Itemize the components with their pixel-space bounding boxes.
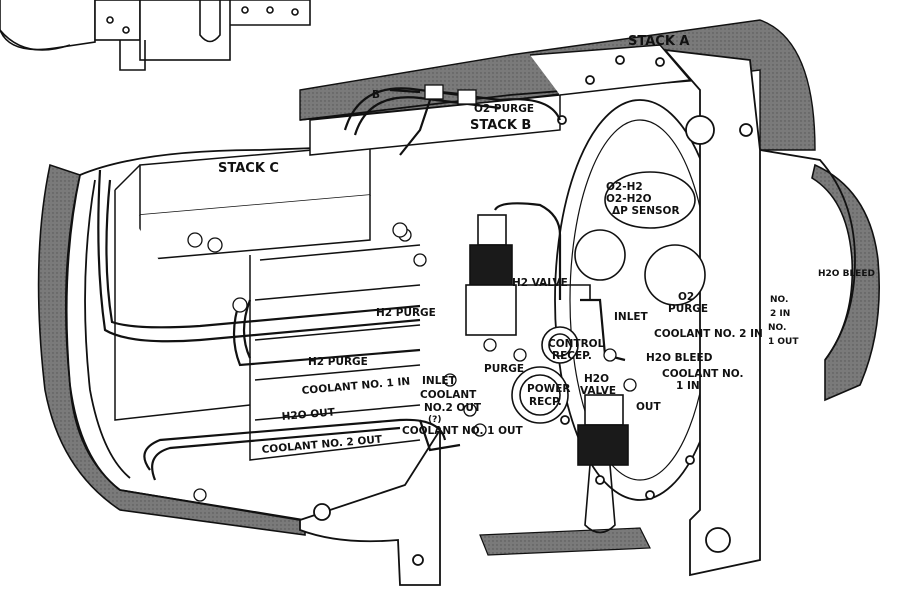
label-stack-c: STACK C [218, 161, 279, 176]
label-purge-mid: PURGE [484, 363, 524, 375]
fittings [187, 84, 637, 502]
label-no2-in-1: NO. [770, 295, 788, 305]
label-coolant-2-in-right: COOLANT NO. 2 IN [654, 328, 763, 340]
label-no1-out-2: 1 OUT [768, 337, 799, 347]
label-control-recep-2: RECEP. [552, 350, 592, 362]
stack-b-block [309, 44, 692, 156]
label-stack-b: STACK B [470, 118, 531, 133]
label-h2o-bleed-far: H2O BLEED [818, 269, 875, 279]
label-coolant-1-out: COOLANT NO. 1 OUT [402, 425, 524, 437]
label-power-recep-2: RECP. [529, 396, 562, 408]
label-no2-in-2: 2 IN [770, 309, 790, 319]
mounting-bracket-left [299, 426, 441, 586]
label-out-right: OUT [636, 401, 661, 413]
label-control-recep-1: CONTROL [548, 338, 605, 350]
label-inlet-mid: INLET [422, 375, 457, 387]
control-receptacle [541, 326, 579, 364]
label-coolant-1-right-1: COOLANT NO. [662, 368, 743, 380]
label-dp-sensor: ΔP SENSOR [612, 205, 680, 217]
dp-sensor [574, 171, 706, 306]
upper-unit [0, 0, 311, 71]
label-no1-out-1: NO. [768, 323, 786, 333]
h2-valve [465, 214, 591, 336]
label-o2-purge-top: O2 PURGE [474, 103, 534, 115]
power-receptacle [511, 366, 569, 424]
label-o2-h2o: O2-H2O [606, 193, 652, 205]
label-purge-right: PURGE [668, 303, 708, 315]
label-h2o-out: H2O OUT [281, 406, 336, 423]
stack-c-block [114, 144, 421, 461]
label-h2o-valve-1: H2O [584, 373, 609, 385]
label-coolant-mid: COOLANT [420, 389, 477, 401]
label-o2-h2: O2-H2 [606, 181, 643, 193]
label-o2: O2 [678, 291, 694, 303]
label-h2-purge-lower: H2 PURGE [308, 356, 368, 368]
label-coolant-1-right-2: 1 IN [676, 380, 700, 392]
label-h2o-valve-2: VALVE [580, 385, 616, 397]
label-stack-a: STACK A [628, 34, 689, 49]
label-b-marker: B [372, 89, 380, 101]
label-h2-purge-upper: H2 PURGE [376, 307, 436, 319]
label-power-recep-1: POWER [527, 383, 570, 395]
plumbing-lines [97, 87, 626, 481]
label-no2-out-mid: NO.2 OUT [424, 402, 482, 414]
mounting-bracket-right [662, 48, 761, 577]
label-h2-valve: H2 VALVE [512, 277, 568, 289]
label-h2o-bleed-right: H2O BLEED [646, 352, 713, 364]
label-inlet-right: INLET [614, 311, 649, 323]
label-question: (?) [428, 415, 441, 425]
h2o-valve [577, 394, 629, 534]
